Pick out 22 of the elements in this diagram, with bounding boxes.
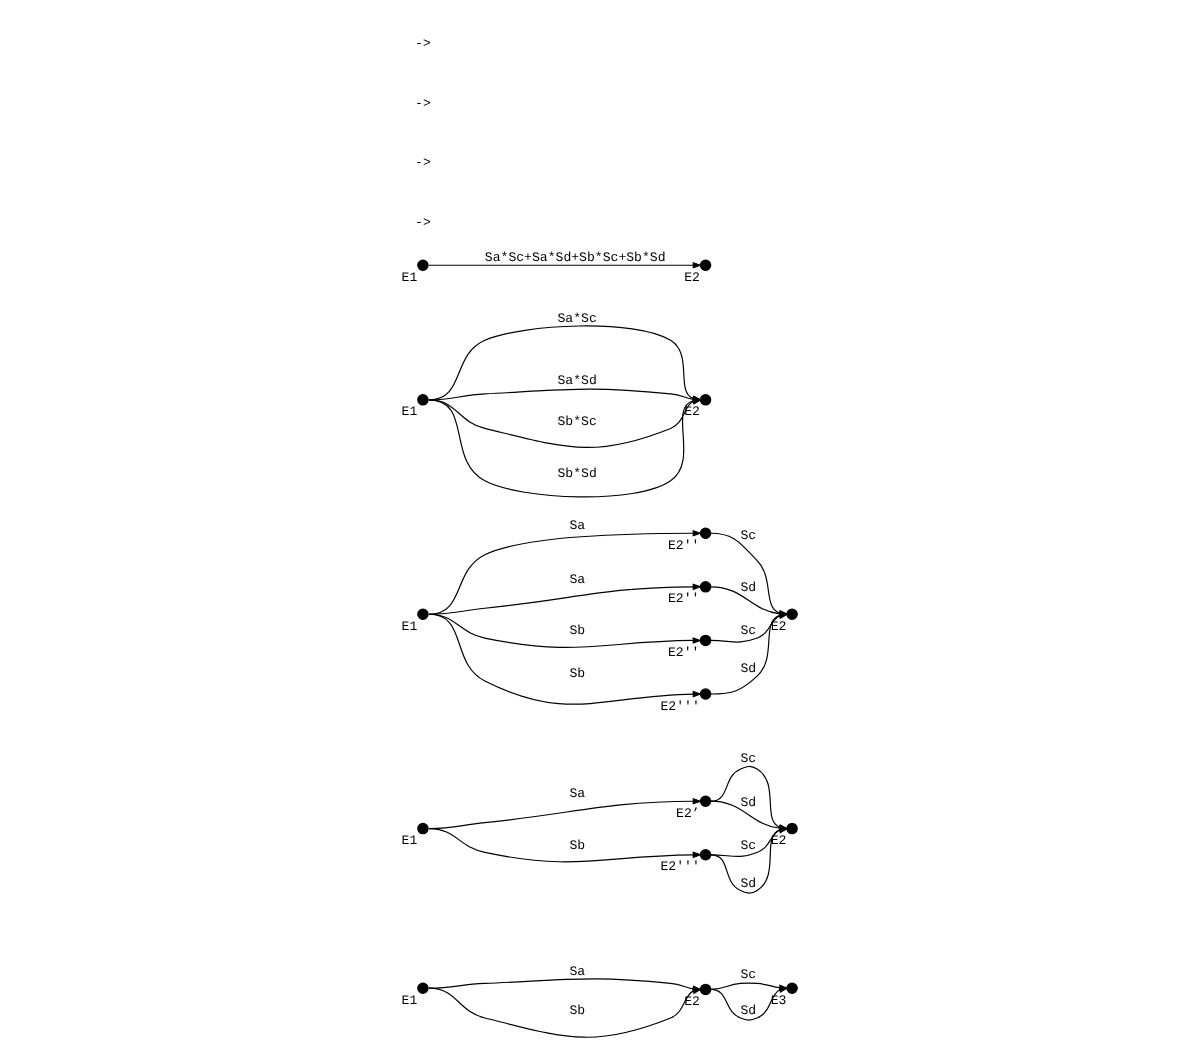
arrow <box>427 828 702 863</box>
node-circle <box>698 795 711 807</box>
node-circle <box>698 259 711 271</box>
node-circle <box>785 608 797 620</box>
node-circle <box>785 982 797 994</box>
node-circle <box>698 849 711 861</box>
node-circle <box>698 527 711 539</box>
node-circle <box>698 394 711 406</box>
arrow <box>427 613 702 705</box>
node-circle <box>416 982 428 994</box>
node-circle <box>698 688 711 700</box>
arrow <box>427 261 702 269</box>
arrow <box>427 529 702 615</box>
node-circle <box>416 608 428 620</box>
node-circle <box>785 822 797 835</box>
node-circle <box>698 581 711 593</box>
node-circle <box>416 394 428 406</box>
node-circle <box>698 983 711 996</box>
arrow <box>427 583 702 615</box>
node-circle <box>416 822 428 835</box>
node-circle <box>698 634 711 647</box>
node-circle <box>416 259 428 271</box>
